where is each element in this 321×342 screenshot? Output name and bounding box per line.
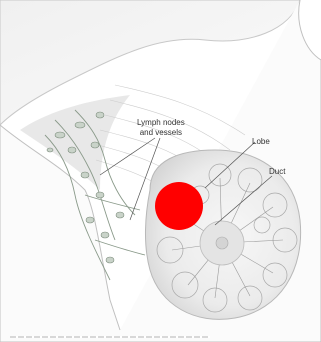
label-lymph-nodes-and-vessels: Lymph nodes and vessels [137, 118, 185, 138]
label-lymph-line-2: and vessels [137, 128, 185, 138]
highlight-marker [155, 182, 203, 230]
caption-strip [10, 336, 210, 338]
label-lymph-line-1: Lymph nodes [137, 118, 185, 128]
nipple [216, 237, 228, 249]
label-duct: Duct [269, 167, 285, 177]
label-lobe: Lobe [252, 137, 270, 147]
